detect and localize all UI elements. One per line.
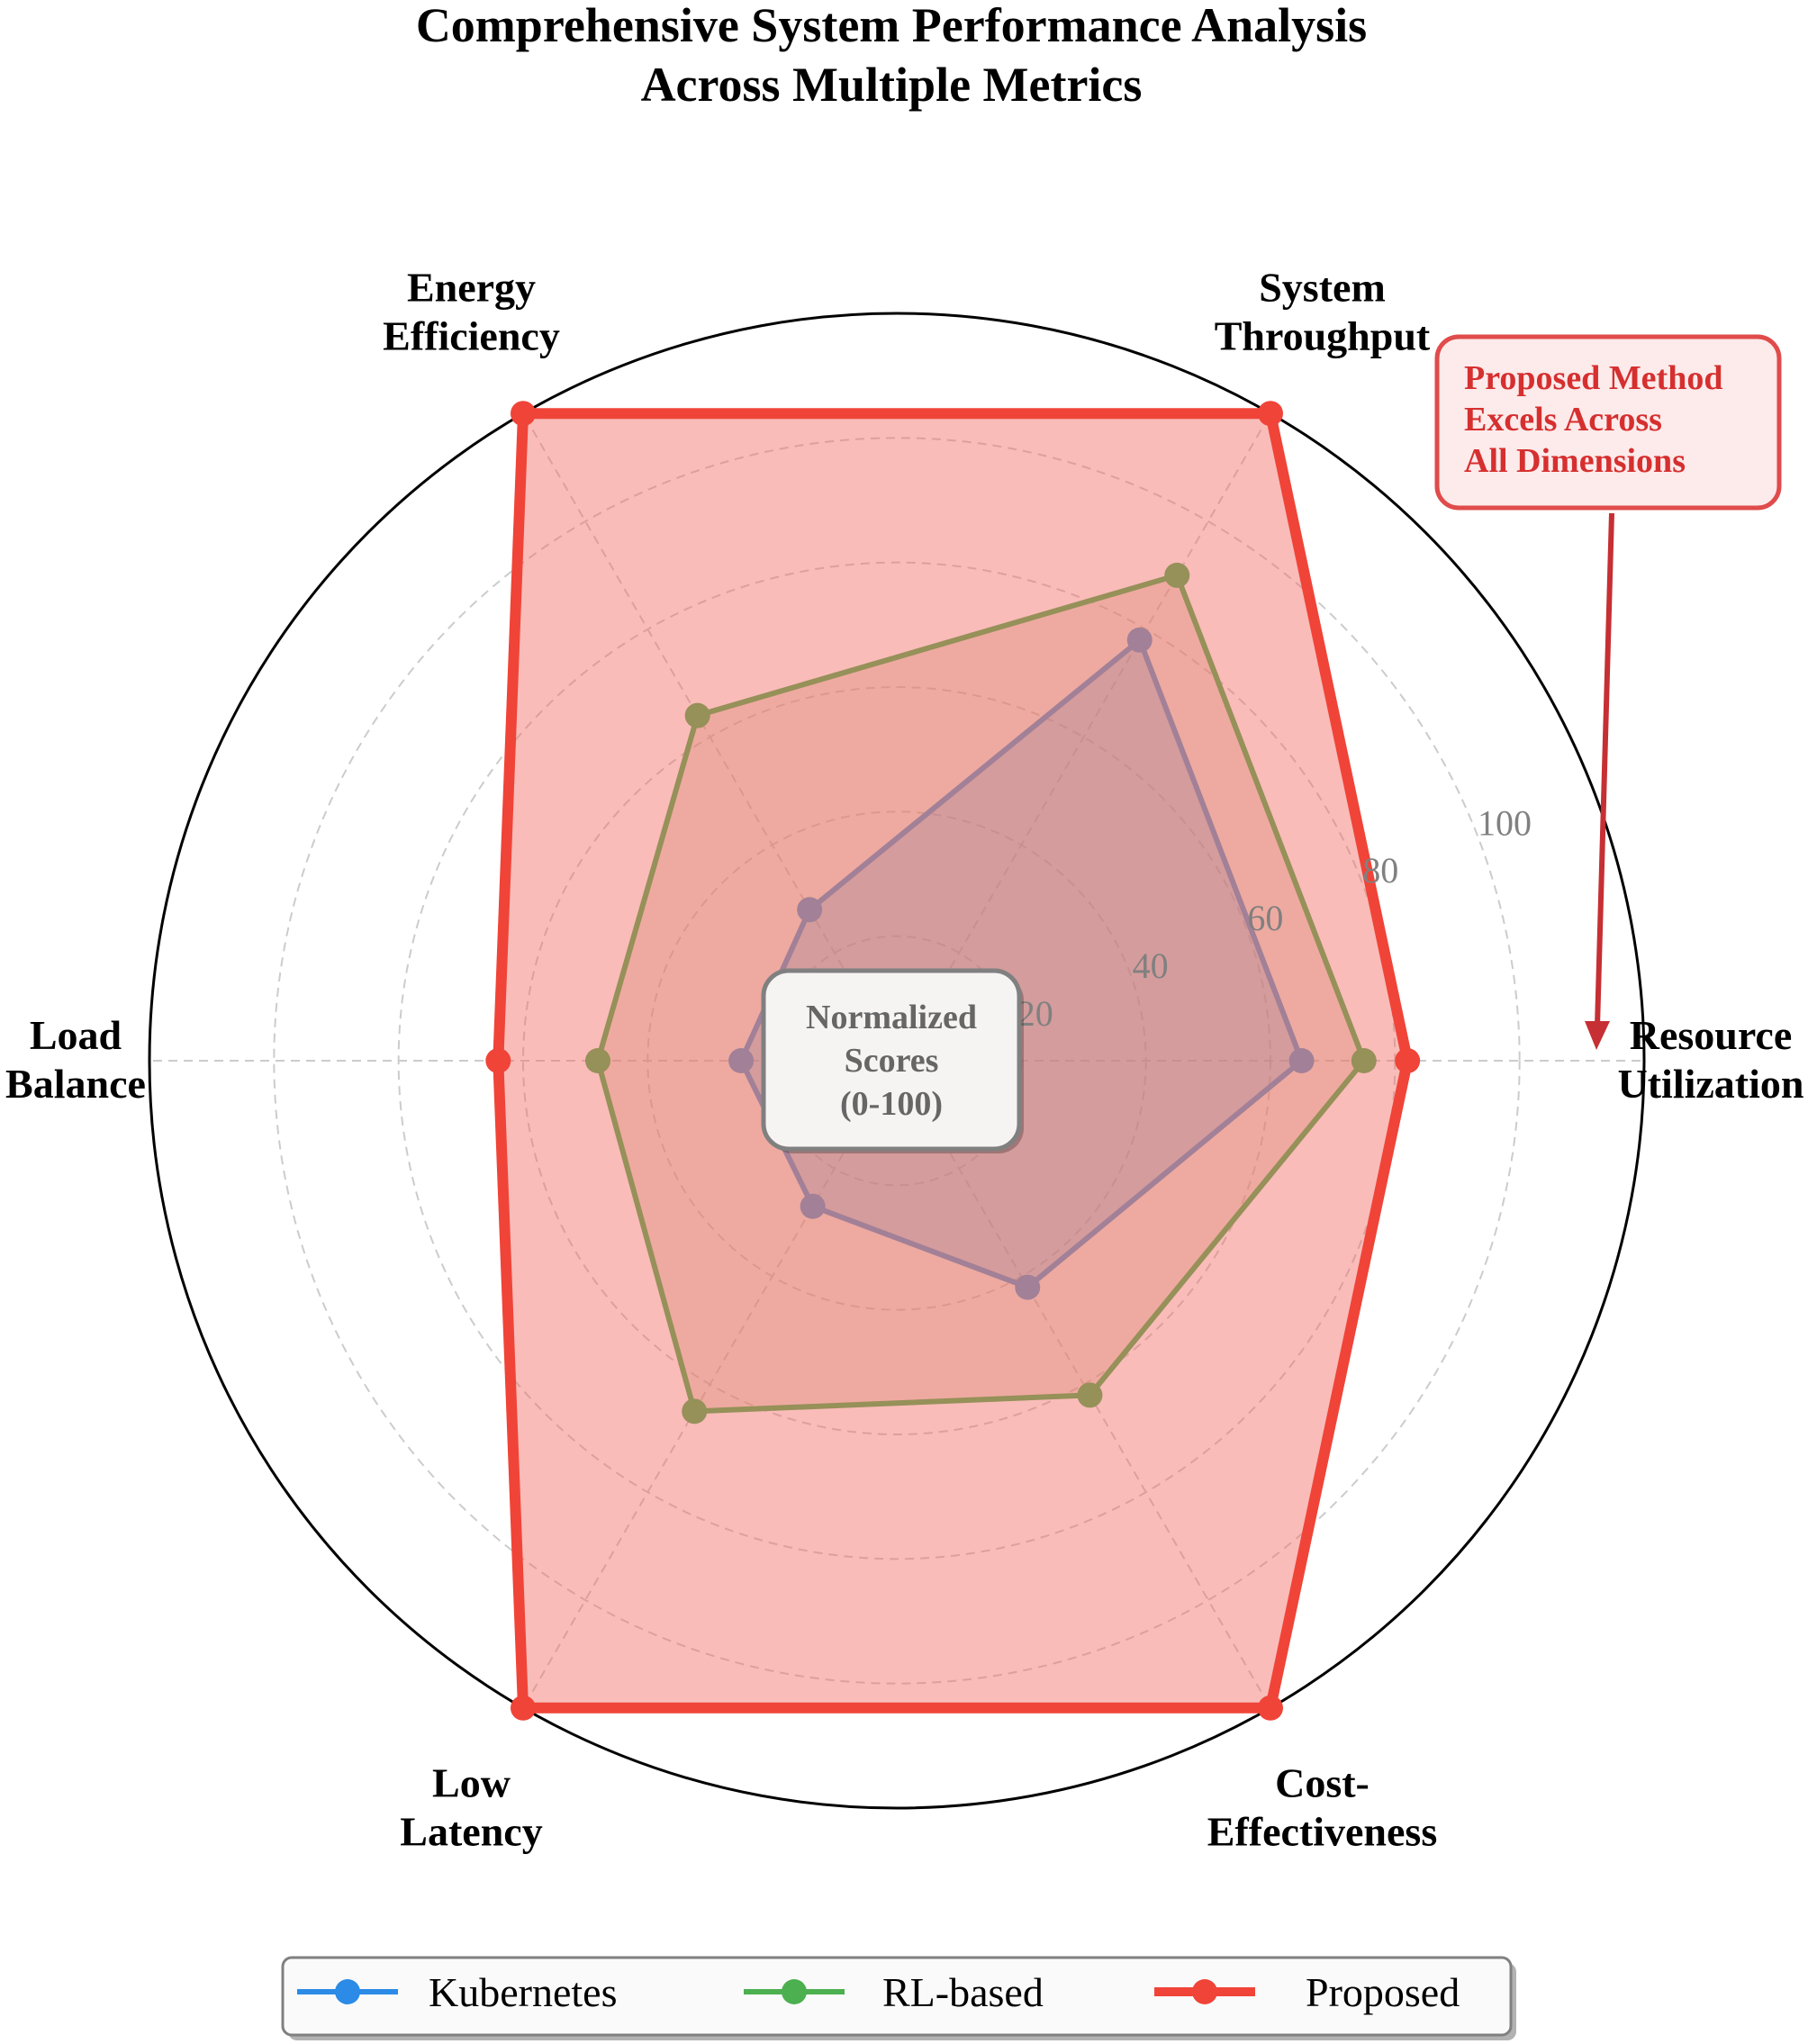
chart-title: Comprehensive System Performance Analysi… xyxy=(416,0,1367,52)
annotation-line-3: All Dimensions xyxy=(1464,442,1686,480)
point-kubernetes-5 xyxy=(800,1193,826,1219)
annotation-line-1: Proposed Method xyxy=(1464,359,1722,397)
radial-tick-80: 80 xyxy=(1362,850,1398,891)
point-kubernetes-6 xyxy=(1015,1274,1041,1300)
grid-ring-100 xyxy=(273,437,1521,1685)
axis-label-line: Utilization xyxy=(1618,1061,1804,1107)
radial-tick-20: 20 xyxy=(1017,993,1053,1034)
point-proposed-2 xyxy=(1258,401,1283,427)
point-proposed-3 xyxy=(511,401,536,427)
radial-ticks: 20 40 60 80 100 xyxy=(1017,802,1532,1034)
annotation-line-2: Excels Across xyxy=(1464,401,1662,439)
axis-label-line: Throughput xyxy=(1215,313,1431,359)
point-rl-based-5 xyxy=(682,1398,708,1424)
annotation-box: Proposed Method Excels Across All Dimens… xyxy=(1434,334,1782,511)
point-rl-based-6 xyxy=(1077,1382,1103,1408)
axis-label-line: Low xyxy=(432,1759,511,1805)
point-rl-based-2 xyxy=(1164,562,1190,588)
legend-marker-proposed xyxy=(1192,1979,1217,2004)
point-proposed-5 xyxy=(511,1695,536,1721)
legend-label-proposed: Proposed xyxy=(1306,1969,1460,2015)
axis-label-line: System xyxy=(1259,265,1386,311)
point-kubernetes-4 xyxy=(728,1048,755,1073)
point-kubernetes-1 xyxy=(1288,1048,1315,1073)
center-label-box: Normalized Scores (0-100) xyxy=(761,968,1024,1153)
point-proposed-4 xyxy=(485,1048,511,1073)
legend-label-rl-based: RL-based xyxy=(882,1969,1044,2015)
radial-tick-60: 60 xyxy=(1247,898,1283,938)
axis-label-line: Effectiveness xyxy=(1207,1808,1437,1854)
axis-label-line: Latency xyxy=(400,1808,542,1854)
point-proposed-6 xyxy=(1258,1695,1283,1721)
spoke-line-5 xyxy=(522,1060,898,1709)
legend-label-kubernetes: Kubernetes xyxy=(429,1969,617,2015)
point-kubernetes-2 xyxy=(1126,627,1153,653)
series-layer xyxy=(485,401,1421,1721)
axis-label-line: Resource xyxy=(1630,1012,1793,1058)
point-rl-based-4 xyxy=(585,1048,610,1073)
center-label-line-3: (0-100) xyxy=(840,1085,943,1123)
axis-label-line: Cost- xyxy=(1275,1759,1370,1805)
legend-item-rl-based: RL-based xyxy=(744,1969,1044,2015)
axis-label-line: Efficiency xyxy=(383,313,560,359)
outer-ring xyxy=(148,312,1646,1810)
legend-item-kubernetes: Kubernetes xyxy=(297,1969,617,2015)
point-proposed-1 xyxy=(1395,1048,1421,1073)
legend-marker-rl-based xyxy=(782,1979,807,2004)
axis-label-line: Energy xyxy=(407,265,536,311)
legend: Kubernetes RL-based Proposed xyxy=(281,1956,1516,2040)
radial-tick-40: 40 xyxy=(1133,945,1169,986)
spoke-line-3 xyxy=(522,412,898,1062)
point-rl-based-1 xyxy=(1351,1048,1377,1073)
legend-marker-kubernetes xyxy=(335,1979,360,2004)
point-rl-based-3 xyxy=(684,702,710,728)
radial-tick-100: 100 xyxy=(1478,802,1532,843)
axis-label-cost-effectiveness: Cost-Effectiveness xyxy=(1207,1759,1437,1854)
chart-subtitle: Across Multiple Metrics xyxy=(641,58,1143,112)
point-kubernetes-3 xyxy=(797,897,823,923)
legend-item-proposed: Proposed xyxy=(1154,1969,1460,2015)
axis-label-line: Load xyxy=(30,1012,122,1058)
annotation-arrow xyxy=(1585,512,1614,1050)
center-label-line-1: Normalized xyxy=(806,999,977,1036)
center-label-line-2: Scores xyxy=(845,1042,939,1080)
axis-label-line: Balance xyxy=(5,1061,146,1107)
spoke-line-2 xyxy=(896,412,1271,1062)
